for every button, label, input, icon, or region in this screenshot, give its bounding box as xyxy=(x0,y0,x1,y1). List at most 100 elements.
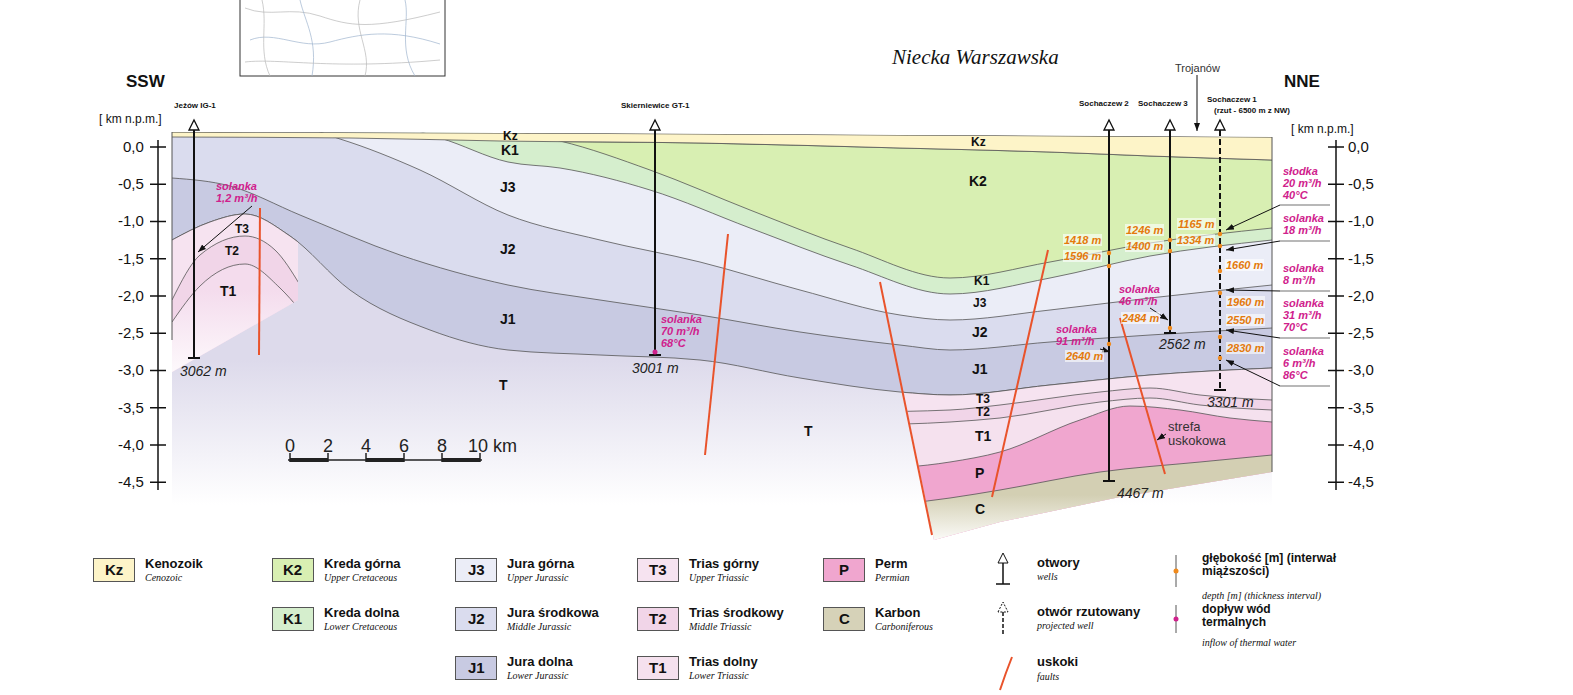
depth-dot xyxy=(1218,269,1222,273)
legend-text: otwór rzutowany xyxy=(1037,605,1140,619)
depth-dot xyxy=(1218,356,1222,360)
legend-symbols xyxy=(996,553,1179,690)
inflow-arrow xyxy=(1226,205,1280,230)
title: Niecka Warszawska xyxy=(892,46,1059,69)
axis-tick-label: -1,0 xyxy=(118,213,144,230)
axis-unit: [ km n.p.m.] xyxy=(1291,123,1354,136)
axis-tick-label: -4,0 xyxy=(118,437,144,454)
legend-translation: Upper Jurassic xyxy=(507,572,568,583)
layer-code: J2 xyxy=(972,325,988,340)
legend-translation: Lower Triassic xyxy=(689,670,749,681)
inflow-arrow xyxy=(1226,330,1280,338)
layer-code: T xyxy=(804,424,813,439)
depth-marker: 1596 m xyxy=(1063,250,1102,262)
inflow-arrow xyxy=(1157,434,1166,440)
legend-translation: faults xyxy=(1037,671,1059,682)
well-name: (rzut - 6500 m z NW) xyxy=(1214,107,1290,116)
legend-translation: Cenozoic xyxy=(145,572,182,583)
swatch-code: K1 xyxy=(283,611,302,628)
well xyxy=(649,120,661,355)
legend-translation: Carboniferous xyxy=(875,621,933,632)
well-depth: 3301 m xyxy=(1207,395,1254,410)
swatch-code: J1 xyxy=(468,660,485,677)
depth-marker: 2640 m xyxy=(1065,350,1104,362)
leader-line xyxy=(1280,338,1330,339)
direction-label: NNE xyxy=(1284,73,1320,92)
section-edge xyxy=(172,132,1272,472)
legend-text: Karbon xyxy=(875,606,921,620)
swatch-code: P xyxy=(839,562,849,579)
axis-tick-label: -0,5 xyxy=(1348,176,1374,193)
depth-marker: 1246 m xyxy=(1125,224,1164,236)
inflow-arrow xyxy=(1197,75,1198,131)
depth-axis xyxy=(150,140,166,490)
scale-label: 4 xyxy=(361,437,371,457)
swatch-code: T2 xyxy=(649,611,667,628)
inflow-arrow xyxy=(1226,360,1280,386)
axis-tick-label: -3,5 xyxy=(1348,400,1374,417)
leader-line xyxy=(1280,205,1330,206)
legend-translation: inflow of thermal water xyxy=(1202,637,1296,648)
layer-boundary xyxy=(172,264,300,322)
cenozoic-layer xyxy=(172,132,1272,600)
layer-boundary xyxy=(860,406,1272,470)
axis-tick-label: 0,0 xyxy=(123,139,144,156)
location-map xyxy=(240,0,445,76)
water-inflow-note: solanka 91 m³/h xyxy=(1056,323,1104,347)
leader-line xyxy=(1280,291,1330,292)
layer-code: T1 xyxy=(975,429,991,444)
legend-translation: Middle Jurassic xyxy=(507,621,571,632)
legend-translation: depth [m] (thickness interval) xyxy=(1202,590,1321,601)
axis-tick-label: -4,5 xyxy=(118,474,144,491)
layer-code: T3 xyxy=(235,223,249,236)
axis-tick-label: -3,0 xyxy=(118,362,144,379)
depth-axis xyxy=(1328,140,1344,490)
leader-line xyxy=(1280,386,1330,387)
depth-dot xyxy=(1107,342,1111,346)
scale-bar xyxy=(288,453,482,462)
fault xyxy=(259,208,260,355)
legend-text: Kenozoik xyxy=(145,557,203,571)
water-inflow-note: solanka 6 m³/h 86°C xyxy=(1283,345,1331,381)
legend-text: Trias górny xyxy=(689,557,759,571)
axis-tick-label: -2,5 xyxy=(1348,325,1374,342)
inflow-dot xyxy=(653,350,658,355)
scale-label: 6 xyxy=(399,437,409,457)
depth-dot xyxy=(1107,251,1111,255)
inflow-arrow xyxy=(1226,241,1280,250)
water-inflow-note: solanka 1,2 m³/h xyxy=(216,180,264,204)
rock-layer xyxy=(860,455,1272,600)
legend-text: Perm xyxy=(875,557,908,571)
scale-label: 2 xyxy=(323,437,333,457)
legend-translation: Middle Triassic xyxy=(689,621,752,632)
place-name: Trojanów xyxy=(1175,62,1220,74)
axis-tick-label: -0,5 xyxy=(118,176,144,193)
depth-dot xyxy=(1168,326,1172,330)
swatch-code: K2 xyxy=(283,562,302,579)
legend-text: otwory xyxy=(1037,556,1080,570)
well-name: Jeżów IG-1 xyxy=(174,102,216,111)
depth-dot xyxy=(1168,249,1172,253)
axis-tick-label: 0,0 xyxy=(1348,139,1369,156)
depth-marker: 1418 m xyxy=(1063,234,1102,246)
rock-layer xyxy=(172,264,300,600)
depth-dot xyxy=(1218,291,1222,295)
depth-marker: 1960 m xyxy=(1226,296,1265,308)
depth-marker: 2550 m xyxy=(1226,314,1265,326)
layer-code: P xyxy=(975,466,984,481)
legend-text: Jura środkowa xyxy=(507,606,599,620)
legend-translation: Upper Cretaceous xyxy=(324,572,397,583)
layer-code: Kz xyxy=(971,136,986,149)
scale-label: 8 xyxy=(437,437,447,457)
axis-tick-label: -1,5 xyxy=(118,251,144,268)
fault xyxy=(1120,318,1165,474)
legend-translation: Lower Cretaceous xyxy=(324,621,397,632)
legend-translation: Permian xyxy=(875,572,909,583)
legend-text: Jura górna xyxy=(507,557,574,571)
well-name: Sochaczew 1 xyxy=(1207,96,1257,105)
depth-dot xyxy=(1168,238,1172,242)
axis-unit: [ km n.p.m.] xyxy=(99,113,162,126)
legend-text: Kreda dolna xyxy=(324,606,399,620)
layer-code: J3 xyxy=(973,297,986,310)
